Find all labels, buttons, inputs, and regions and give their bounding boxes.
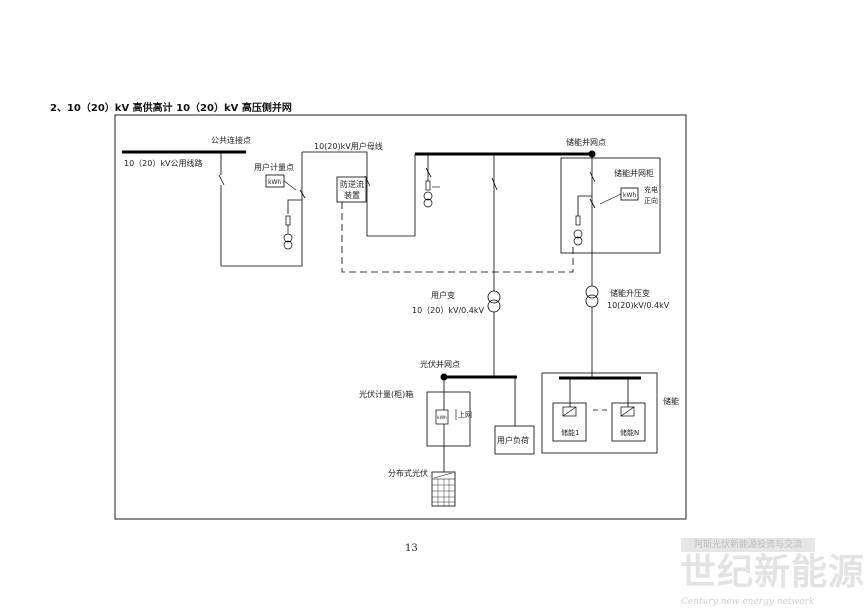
public-to-meter-wire xyxy=(221,214,303,267)
user-meter-fuse xyxy=(285,215,291,226)
watermark-top: 阿斯光伏新能源投资与交流 xyxy=(681,538,815,552)
storage-unit-n-box xyxy=(611,402,646,442)
storage-unit-1-box xyxy=(552,402,587,442)
user-transformer-top xyxy=(487,290,501,304)
watermark-sub: Century new energy network xyxy=(681,597,815,607)
user-load-label: 用户负荷 xyxy=(497,435,529,445)
diagram-frame xyxy=(114,114,687,520)
storage-transformer-top xyxy=(585,285,599,299)
pv-panel xyxy=(431,471,456,507)
storage-meter-branch xyxy=(577,195,592,216)
pv-meter-label: kWh xyxy=(437,415,447,421)
anti-backflow-label-2: 装置 xyxy=(344,190,360,200)
storage-meter-label: kWh xyxy=(623,192,636,199)
pv-panel-diagonal xyxy=(433,472,453,479)
public-line-label: 10（20）kV公用线路 xyxy=(124,158,202,168)
user-feeder-switch xyxy=(491,177,498,191)
pv-metering-box-label: 光伏计量(柜)箱 xyxy=(359,389,413,399)
user-transformer-rating: 10（20）kV/0.4kV xyxy=(412,306,485,315)
pv-panel-grid xyxy=(432,479,455,506)
storage-cabinet-switch-2 xyxy=(589,198,596,209)
anti-backflow-control-dashed xyxy=(341,202,574,273)
pt-branch-fuse xyxy=(425,180,431,191)
storage-meter-fuse xyxy=(575,215,581,226)
storage-ct-bottom xyxy=(573,236,583,246)
storage-transformer-rating: 10(20)kV/0.4kV xyxy=(607,301,670,310)
user-bus-label: 10(20)kV用户母线 xyxy=(314,141,383,151)
storage-grid-point-label: 储能并网点 xyxy=(566,137,606,147)
storage-enclosure xyxy=(541,372,658,454)
user-transformer-label: 用户变 xyxy=(431,290,455,300)
storage-unit-1-converter-slash xyxy=(562,406,577,417)
storage-label: 储能 xyxy=(663,396,679,406)
section-title: 2、10（20）kV 高供高计 10（20）kV 高压侧并网 xyxy=(50,103,292,114)
user-meter-ct-bottom xyxy=(283,240,293,250)
distributed-pv-label: 分布式光伏 xyxy=(388,468,428,478)
pt-branch-transformer-top xyxy=(423,191,433,201)
user-meter-ct-top xyxy=(283,233,293,243)
charge-direction-label-2: 正向 xyxy=(644,196,658,205)
storage-cabinet xyxy=(560,157,661,254)
user-meter-branch xyxy=(287,199,303,214)
anti-backflow-device xyxy=(336,176,367,203)
user-meter-lead xyxy=(283,180,297,191)
pv-grid-point-label: 光伏并网点 xyxy=(420,359,460,369)
anti-backflow-label-1: 防逆流 xyxy=(340,179,364,189)
user-transformer-bottom xyxy=(487,299,501,313)
storage-cabinet-switch-1 xyxy=(589,171,596,183)
user-metering-point-label: 用户计量点 xyxy=(254,162,294,172)
public-switch xyxy=(218,174,225,186)
pt-branch-transformer-bottom xyxy=(423,198,433,208)
storage-unit-1-label: 储能1 xyxy=(561,428,579,437)
public-connection-point-label: 公共连接点 xyxy=(211,135,251,145)
storage-unit-n-converter-slash xyxy=(620,406,635,417)
user-load-box xyxy=(494,425,535,455)
pv-metering-box xyxy=(426,391,471,447)
user-meter-label: kWh xyxy=(268,179,281,186)
storage-transformer-label: 储能升压变 xyxy=(610,288,650,298)
storage-unit-n-label: 储能N xyxy=(620,428,639,437)
watermark-main: 世纪新能源网 xyxy=(680,551,865,593)
on-grid-label: 上网 xyxy=(458,410,472,419)
storage-cabinet-label: 储能并网柜 xyxy=(614,168,654,178)
storage-ct-top xyxy=(573,229,583,239)
pv-meter-box xyxy=(435,409,449,425)
user-meter-switch xyxy=(299,189,306,199)
storage-meter-lead xyxy=(599,193,622,205)
pt-branch-switch xyxy=(425,167,432,178)
anti-backflow-wire xyxy=(355,151,416,237)
page-number: 13 xyxy=(405,543,418,554)
storage-transformer-bottom xyxy=(585,294,599,308)
charge-direction-label-1: 充电 xyxy=(644,185,658,194)
